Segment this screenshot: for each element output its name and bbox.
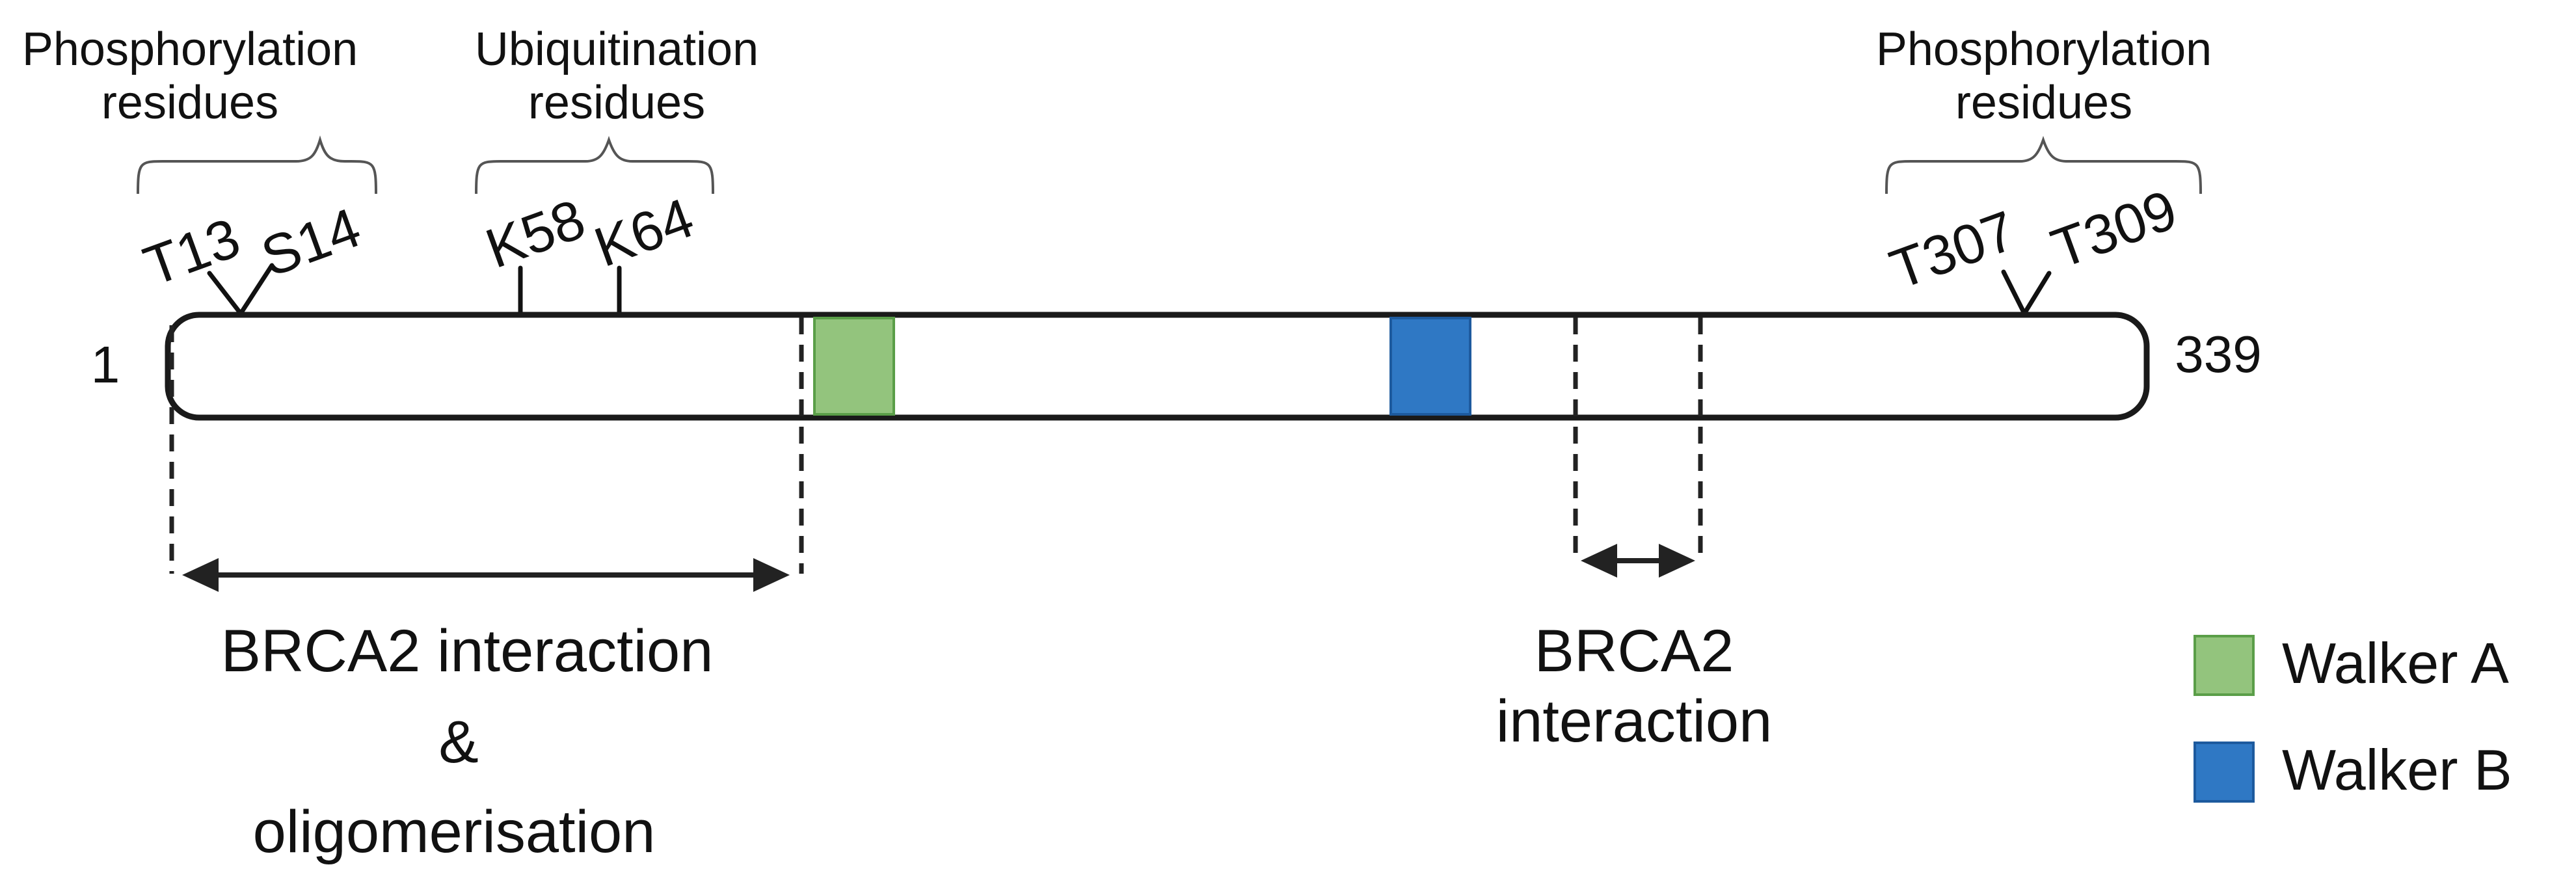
legend-label-walker-a: Walker A [2282,631,2509,695]
region-c-label-line1: BRCA2 [1535,618,1734,684]
residue-label-t309: T309 [2044,178,2185,280]
group-sublabel-phosphorylation-n: residues [101,77,278,129]
group-label-ubiquitination: Ubiquitination [475,23,758,75]
residue-label-t13: T13 [136,206,248,298]
region-c-label-line2: interaction [1496,688,1772,755]
end-residue-label: 339 [2175,325,2261,383]
bracket-phosphorylation-n [137,135,377,194]
group-sublabel-phosphorylation-c: residues [1955,77,2132,129]
group-label-phosphorylation-c: Phosphorylation [1876,23,2212,75]
walker-b-domain [1389,317,1471,416]
group-sublabel-ubiquitination: residues [528,77,705,129]
residue-label-k64: K64 [587,186,702,279]
arrow-n-region-left-head [182,558,219,592]
region-n-label-line3: oligomerisation [253,799,656,865]
region-n-label-line2: & [438,709,478,775]
residue-label-s14: S14 [254,196,369,289]
group-label-phosphorylation-n: Phosphorylation [22,23,358,75]
arrow-c-region-right-head [1659,544,1695,578]
residue-label-t307: T307 [1883,199,2024,301]
protein-bar [165,312,2150,421]
start-residue-label: 1 [91,336,120,394]
legend-swatch-walker-a [2194,635,2255,696]
legend-swatch-walker-b [2194,742,2255,803]
bracket-phosphorylation-c [1885,135,2202,194]
residue-label-k58: K58 [478,187,593,280]
bracket-ubiquitination [475,135,714,194]
arrow-n-region-right-head [753,558,790,592]
walker-a-domain [813,317,895,416]
arrow-c-region-left-head [1581,544,1617,578]
region-n-label-line1: BRCA2 interaction [221,618,714,684]
legend-label-walker-b: Walker B [2282,738,2512,802]
residue-tick-t307-t309 [2001,269,2052,319]
